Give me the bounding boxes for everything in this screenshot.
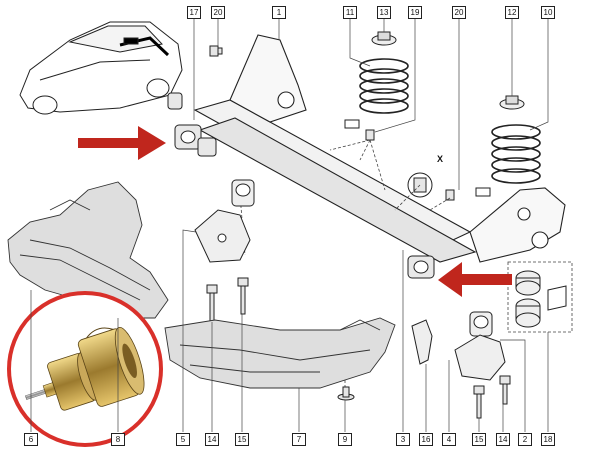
coil-spring-left — [359, 58, 409, 114]
car-illustration — [19, 21, 183, 115]
rear-axle-beam — [193, 34, 566, 263]
callout-14-right: 14 — [496, 433, 510, 446]
callout-13: 13 — [377, 6, 391, 19]
callout-6: 6 — [24, 433, 38, 446]
callout-18: 18 — [541, 433, 555, 446]
spring-seat-top-right — [499, 95, 525, 110]
underbody-panel-right — [164, 317, 396, 389]
spring-seat-top-left — [371, 31, 397, 46]
pointer-arrow-left — [78, 126, 166, 160]
callout-15-left: 15 — [235, 433, 249, 446]
callout-8: 8 — [111, 433, 125, 446]
callout-19: 19 — [408, 6, 422, 19]
pointer-arrow-right — [438, 262, 512, 297]
beam-bushing-right — [407, 255, 435, 279]
callout-5: 5 — [176, 433, 190, 446]
callout-3: 3 — [396, 433, 410, 446]
callout-10: 10 — [541, 6, 555, 19]
mount-bracket-right — [454, 311, 506, 381]
small-bushing-17 — [167, 92, 183, 110]
callout-1: 1 — [272, 6, 286, 19]
coil-spring-right — [491, 124, 541, 184]
callout-12: 12 — [505, 6, 519, 19]
beam-bushing-left — [174, 124, 217, 157]
callout-20-top-right: 20 — [452, 6, 466, 19]
callout-14-left: 14 — [205, 433, 219, 446]
bolts — [206, 277, 511, 419]
bushing-kit-box — [507, 261, 573, 333]
callout-17: 17 — [187, 6, 201, 19]
callout-7: 7 — [292, 433, 306, 446]
small-fittings — [209, 45, 491, 201]
view-label-x: X — [437, 154, 444, 164]
callout-4: 4 — [442, 433, 456, 446]
callout-2: 2 — [518, 433, 532, 446]
bushing-tool-inset — [7, 291, 163, 447]
callout-16: 16 — [419, 433, 433, 446]
callout-9: 9 — [338, 433, 352, 446]
clip-part — [411, 319, 433, 365]
underbody-panel-left — [7, 181, 169, 319]
callout-20-top-left: 20 — [211, 6, 225, 19]
mount-bracket-left — [194, 179, 255, 263]
callout-11: 11 — [343, 6, 357, 19]
callout-15-right: 15 — [472, 433, 486, 446]
callout-leaders — [30, 18, 549, 432]
